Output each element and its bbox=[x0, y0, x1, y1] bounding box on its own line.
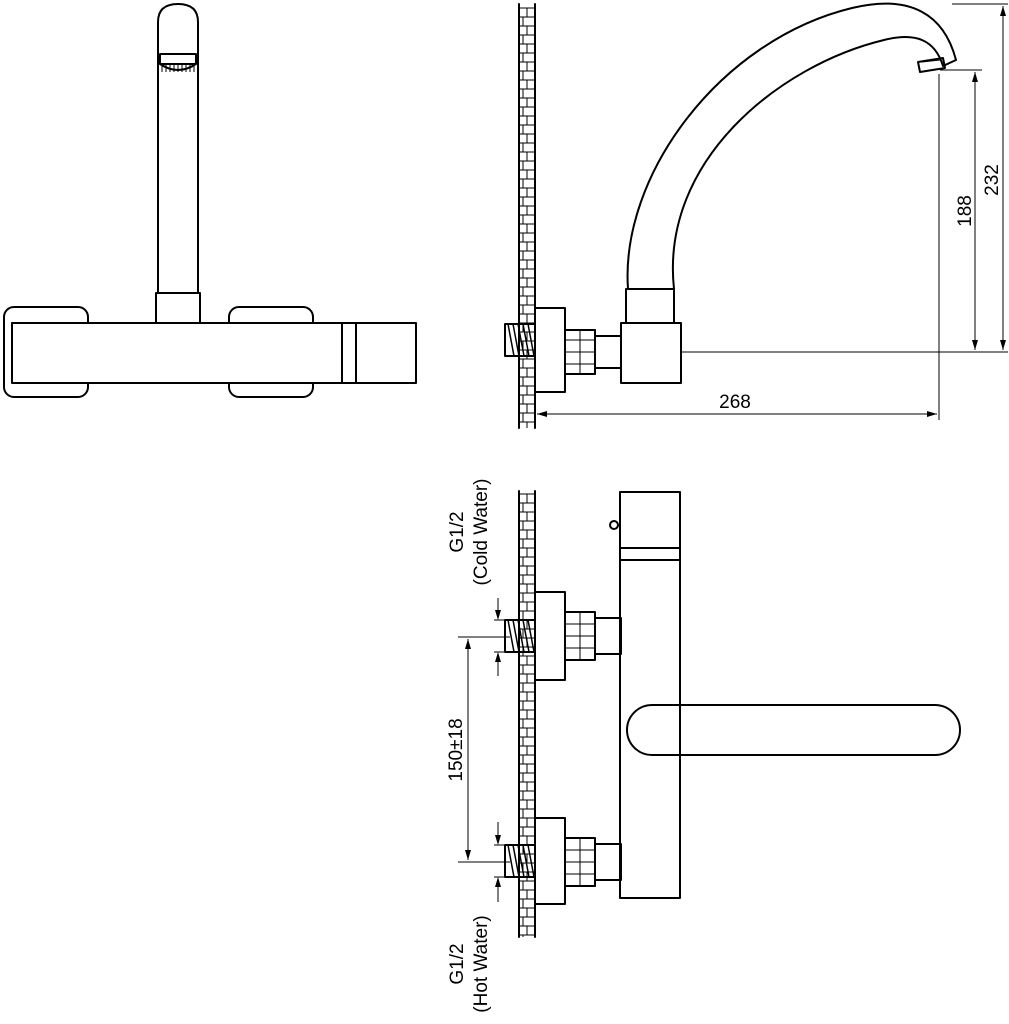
rear-view: 150±18 G1/2 (Cold Water) G1/2 (Hot Water… bbox=[446, 479, 961, 1013]
dim-outlet-height-label: 188 bbox=[955, 195, 976, 227]
front-aerator bbox=[159, 53, 197, 65]
dim-outlet-height: 188 bbox=[681, 69, 1008, 353]
front-spout-pipe bbox=[157, 3, 199, 294]
side-escutcheon bbox=[534, 307, 566, 393]
cold-thread-label: G1/2 bbox=[447, 511, 468, 552]
dim-inlet-spacing-label: 150±18 bbox=[446, 718, 467, 781]
side-view: 268 188 232 bbox=[504, 2, 1008, 429]
rear-mixer-body bbox=[619, 559, 681, 899]
dim-total-height-label: 232 bbox=[982, 164, 1003, 196]
dim-inlet-spacing: 150±18 bbox=[446, 636, 510, 863]
cold-caption-label: (Cold Water) bbox=[471, 479, 492, 586]
rear-wall bbox=[518, 490, 536, 938]
side-mixer-body bbox=[620, 322, 682, 384]
hot-inlet bbox=[504, 817, 622, 905]
side-spout-collar bbox=[625, 288, 675, 324]
side-curved-spout bbox=[626, 2, 957, 290]
hot-thread-label: G1/2 bbox=[447, 943, 468, 984]
front-lever-stub bbox=[341, 322, 357, 384]
rear-spout-collar bbox=[619, 547, 681, 561]
rear-lever-handle bbox=[626, 704, 961, 756]
front-aerator-hatch bbox=[161, 64, 195, 72]
side-connector bbox=[594, 335, 622, 369]
hot-caption-label: (Hot Water) bbox=[471, 915, 492, 1012]
front-lever-knob bbox=[355, 322, 417, 384]
front-view bbox=[3, 3, 417, 398]
front-mixer-body bbox=[11, 322, 343, 384]
dim-reach: 268 bbox=[537, 74, 940, 420]
front-spout-collar bbox=[155, 292, 201, 324]
rear-top-cap bbox=[619, 491, 681, 549]
cold-thread-marker bbox=[494, 598, 505, 676]
dim-total-height: 232 bbox=[952, 3, 1008, 350]
hot-thread-marker bbox=[494, 822, 505, 902]
front-aerator-bottom bbox=[159, 63, 197, 71]
cold-inlet bbox=[504, 591, 622, 681]
side-threaded-inlet bbox=[504, 323, 536, 357]
rear-set-screw bbox=[609, 520, 619, 530]
side-wall bbox=[518, 3, 536, 429]
side-eccentric-nut bbox=[564, 329, 596, 375]
side-aerator bbox=[917, 57, 946, 73]
dim-reach-label: 268 bbox=[719, 392, 751, 413]
